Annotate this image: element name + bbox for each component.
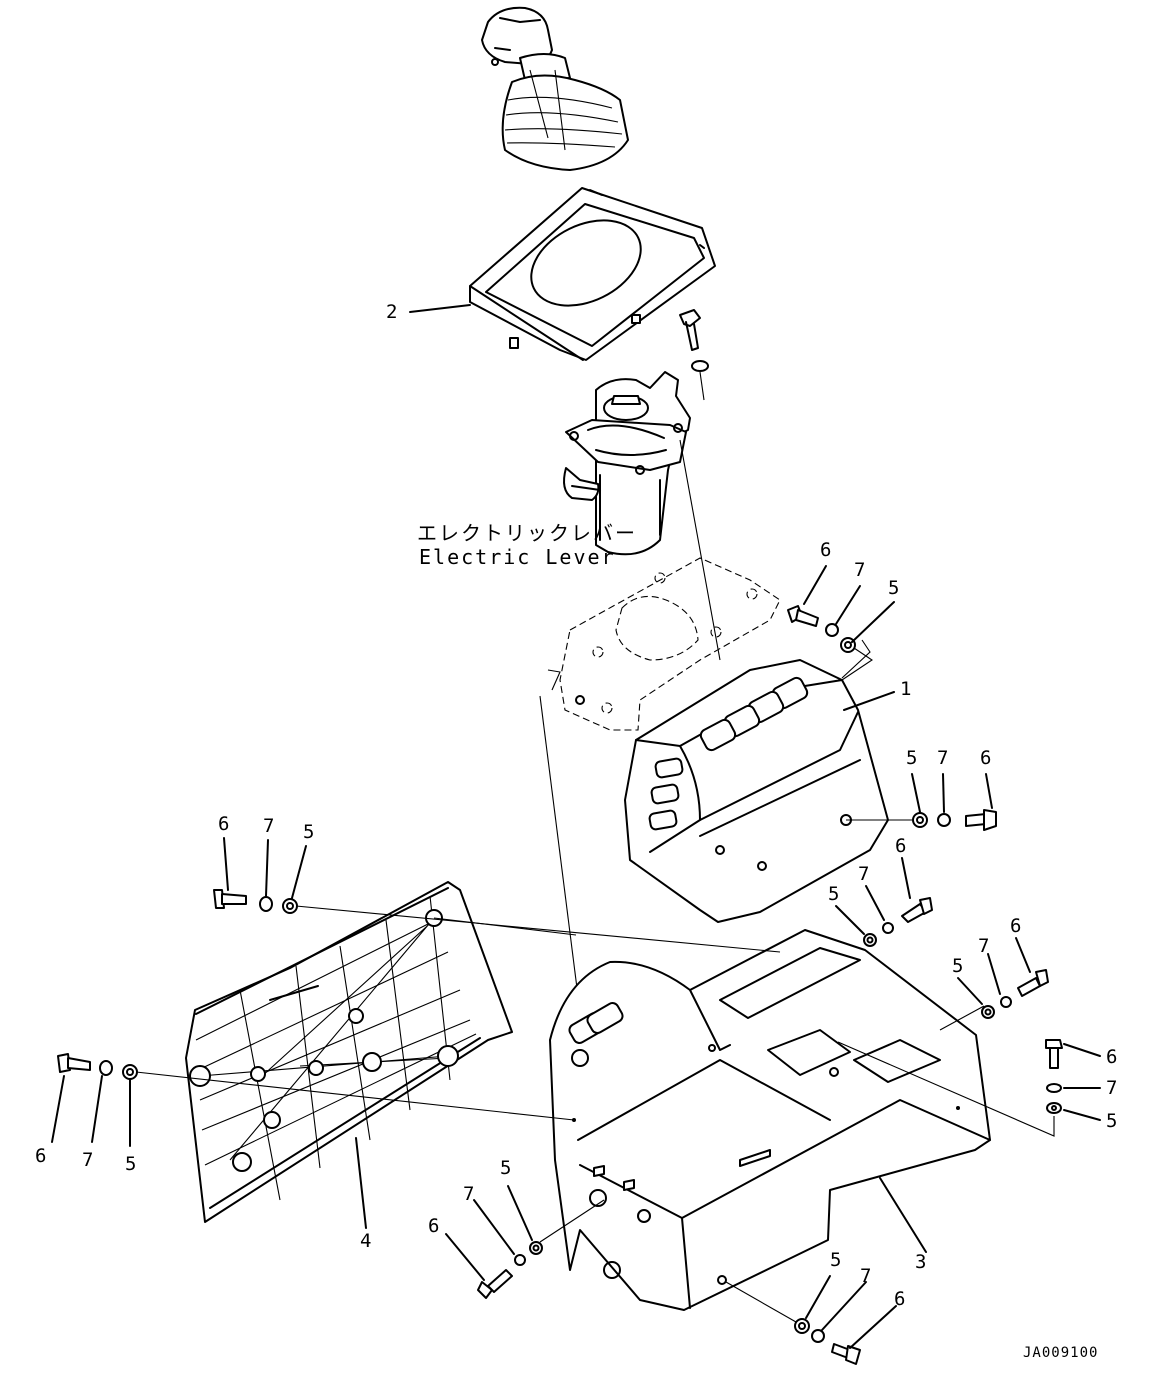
callout-7: 7 xyxy=(1106,1077,1117,1099)
callout-7: 7 xyxy=(937,747,948,769)
housing-part-1 xyxy=(624,639,889,923)
callout-5: 5 xyxy=(125,1153,136,1175)
caption-english: Electric Lever xyxy=(419,545,616,569)
joystick-grip xyxy=(481,6,629,171)
callout-5: 5 xyxy=(828,883,839,905)
callout-1: 1 xyxy=(900,678,911,700)
console-part-3 xyxy=(549,929,991,1311)
callout-6: 6 xyxy=(894,1288,905,1310)
callout-7: 7 xyxy=(82,1149,93,1171)
caption-japanese: エレクトリックレバー xyxy=(417,521,637,545)
callout-numbers: 1 2 3 4 6 7 5 5 7 6 6 7 5 6 7 5 6 7 5 6 … xyxy=(35,301,1117,1310)
callout-6: 6 xyxy=(35,1145,46,1167)
callout-6: 6 xyxy=(428,1215,439,1237)
callout-7: 7 xyxy=(978,935,989,957)
callout-5: 5 xyxy=(500,1157,511,1179)
callout-6: 6 xyxy=(218,813,229,835)
housing-slots xyxy=(648,676,809,831)
callout-7: 7 xyxy=(463,1183,474,1205)
callout-7: 7 xyxy=(854,559,865,581)
callout-5: 5 xyxy=(952,955,963,977)
callout-5: 5 xyxy=(830,1249,841,1271)
callout-3: 3 xyxy=(915,1251,926,1273)
callout-7: 7 xyxy=(858,863,869,885)
drawing-code: JA009100 xyxy=(1023,1345,1098,1361)
leader-lines xyxy=(51,304,1101,1349)
callout-5: 5 xyxy=(888,577,899,599)
cover-part-2 xyxy=(469,187,716,361)
callout-5: 5 xyxy=(1106,1110,1117,1132)
screw-top xyxy=(679,309,709,401)
assembly-lines xyxy=(135,647,1055,1323)
panel-part-4 xyxy=(185,881,513,1223)
callout-2: 2 xyxy=(386,301,397,323)
callout-6: 6 xyxy=(895,835,906,857)
callout-6: 6 xyxy=(1010,915,1021,937)
callout-5: 5 xyxy=(906,747,917,769)
hardware-set xyxy=(57,605,1063,1365)
callout-7: 7 xyxy=(263,815,274,837)
callout-7: 7 xyxy=(860,1265,871,1287)
callout-6: 6 xyxy=(980,747,991,769)
callout-6: 6 xyxy=(1106,1046,1117,1068)
callout-6: 6 xyxy=(820,539,831,561)
callout-4: 4 xyxy=(360,1230,371,1252)
electric-lever xyxy=(563,371,721,661)
callout-5: 5 xyxy=(303,821,314,843)
